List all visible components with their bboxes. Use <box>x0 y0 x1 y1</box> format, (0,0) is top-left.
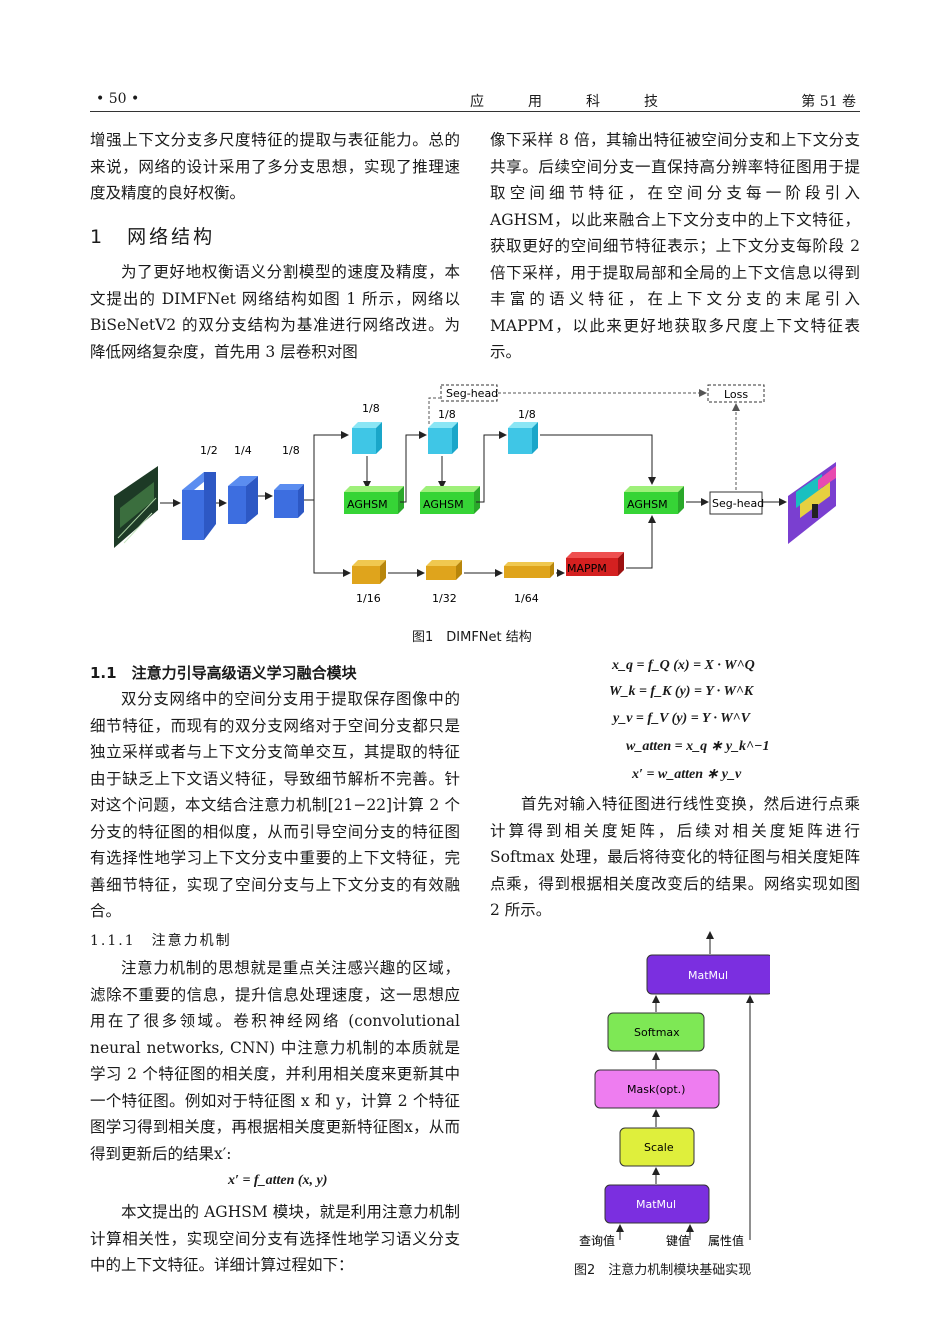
mappm-block: MAPPM <box>566 552 624 576</box>
right-top-text: 像下采样 8 倍，其输出特征被空间分支和上下文分支共享。后续空间分支一直保持高分… <box>490 127 860 366</box>
loss-box <box>707 384 765 403</box>
paragraph: 双分支网络中的空间分支用于提取保存图像中的细节特征，而现有的双分支网络对于空间分… <box>90 690 460 920</box>
context-block-1 <box>352 560 386 584</box>
scale-block <box>619 1127 695 1167</box>
matmul-top-block <box>646 954 770 995</box>
input-image <box>114 466 158 548</box>
aghsm-block-1: AGHSM <box>344 486 404 514</box>
conv-block-1 <box>182 472 216 540</box>
scale-label: 1/64 <box>514 592 539 605</box>
seg-head-aux-label: Seg-head <box>446 387 498 400</box>
mask-block <box>594 1069 720 1109</box>
spatial-block-1 <box>352 422 382 454</box>
scale-label: 1/4 <box>234 444 252 457</box>
matmul-bottom-label: MatMul <box>636 1198 676 1211</box>
conv-block-2 <box>228 476 258 524</box>
scale-label: 1/16 <box>356 592 381 605</box>
equation-3: y_v = f_V (y) = Y · W^V <box>613 711 750 726</box>
aghsm-block-2: AGHSM <box>420 486 480 514</box>
scale-label: 1/8 <box>438 408 456 421</box>
volume-number: 第 51 卷 <box>801 94 856 110</box>
query-input-label: 查询值 <box>579 1233 615 1248</box>
aghsm-label: AGHSM <box>423 498 464 511</box>
left-body-text: 双分支网络中的空间分支用于提取保存图像中的细节特征，而现有的双分支网络对于空间分… <box>90 686 460 925</box>
conv-block-3 <box>274 484 304 518</box>
left-body2b-text: 本文提出的 AGHSM 模块，就是利用注意力机制计算相关性，实现空间分支有选择性… <box>90 1199 460 1279</box>
dimfnet-diagram: 1/2 1/4 1/8 1/8 1/8 1/8 AGHSM AGHSM <box>114 384 836 605</box>
softmax-block <box>607 1012 705 1052</box>
mappm-label: MAPPM <box>567 562 607 575</box>
loss-label: Loss <box>724 388 748 401</box>
section-heading: 1 网络结构 <box>90 226 216 248</box>
journal-name: 应用科技 <box>470 94 702 110</box>
right-body-text: 首先对输入特征图进行线性变换，然后进行点乘计算得到相关度矩阵，后续对相关度矩阵进… <box>490 791 860 924</box>
page-number: • 50 • <box>96 91 140 107</box>
seg-head-aux <box>440 384 498 402</box>
seg-head-box <box>709 491 763 515</box>
figure-1-caption: 图1 DIMFNet 结构 <box>412 630 532 645</box>
left-top-text: 增强上下文分支多尺度特征的提取与表征能力。总的来说，网络的设计采用了多分支思想，… <box>90 127 460 207</box>
aghsm-label: AGHSM <box>627 498 668 511</box>
page-header: • 50 • 应用科技 第 51 卷 <box>90 88 860 112</box>
scale-label: 1/8 <box>362 402 380 415</box>
equation-1: x_q = f_Q (x) = X · W^Q <box>612 658 755 673</box>
mask-label: Mask(opt.) <box>627 1083 685 1096</box>
key-input-label: 键值 <box>666 1233 690 1248</box>
aghsm-block-3: AGHSM <box>624 486 684 514</box>
equation-2: W_k = f_K (y) = Y · W^K <box>609 684 754 699</box>
scale-label: 1/8 <box>282 444 300 457</box>
matmul-bottom-block <box>604 1184 710 1224</box>
paragraph: 像下采样 8 倍，其输出特征被空间分支和上下文分支共享。后续空间分支一直保持高分… <box>490 131 860 361</box>
scale-label-box: Scale <box>644 1141 674 1154</box>
left-body2-text: 注意力机制的思想就是重点关注感兴趣的区域，滤除不重要的信息，提升信息处理速度，这… <box>90 955 460 1167</box>
spatial-block-3 <box>508 422 538 454</box>
equation-5: x′ = w_atten ∗ y_v <box>632 767 742 782</box>
paragraph: 为了更好地权衡语义分割模型的速度及精度，本文提出的 DIMFNet 网络结构如图… <box>90 263 460 361</box>
attention-diagram: MatMul Softmax Mask(opt.) Scale MatMul 查… <box>579 931 770 1248</box>
softmax-label: Softmax <box>634 1026 680 1039</box>
left-mid-text: 为了更好地权衡语义分割模型的速度及精度，本文提出的 DIMFNet 网络结构如图… <box>90 259 460 365</box>
equation-atten: x′ = f_atten (x, y) <box>228 1173 328 1188</box>
output-segmentation <box>788 462 836 544</box>
paragraph: 注意力机制的思想就是重点关注感兴趣的区域，滤除不重要的信息，提升信息处理速度，这… <box>90 959 460 1163</box>
subsection-heading: 1.1 注意力引导高级语义学习融合模块 <box>90 664 357 682</box>
scale-label: 1/32 <box>432 592 457 605</box>
aghsm-label: AGHSM <box>347 498 388 511</box>
seg-head-label: Seg-head <box>712 497 764 510</box>
value-input-label: 属性值 <box>708 1233 744 1248</box>
context-block-2 <box>426 560 462 580</box>
paragraph: 本文提出的 AGHSM 模块，就是利用注意力机制计算相关性，实现空间分支有选择性… <box>90 1203 460 1274</box>
spatial-block-2 <box>428 422 458 454</box>
subsubsection-heading: 1.1.1 注意力机制 <box>90 933 232 949</box>
paragraph: 首先对输入特征图进行线性变换，然后进行点乘计算得到相关度矩阵，后续对相关度矩阵进… <box>490 795 860 919</box>
context-block-3 <box>504 562 554 578</box>
matmul-top-label: MatMul <box>688 969 728 982</box>
figure-2-caption: 图2 注意力机制模块基础实现 <box>574 1263 752 1278</box>
scale-label: 1/8 <box>518 408 536 421</box>
equation-4: w_atten = x_q ∗ y_k^−1 <box>626 739 770 754</box>
scale-label: 1/2 <box>200 444 218 457</box>
paragraph: 增强上下文分支多尺度特征的提取与表征能力。总的来说，网络的设计采用了多分支思想，… <box>90 131 460 202</box>
